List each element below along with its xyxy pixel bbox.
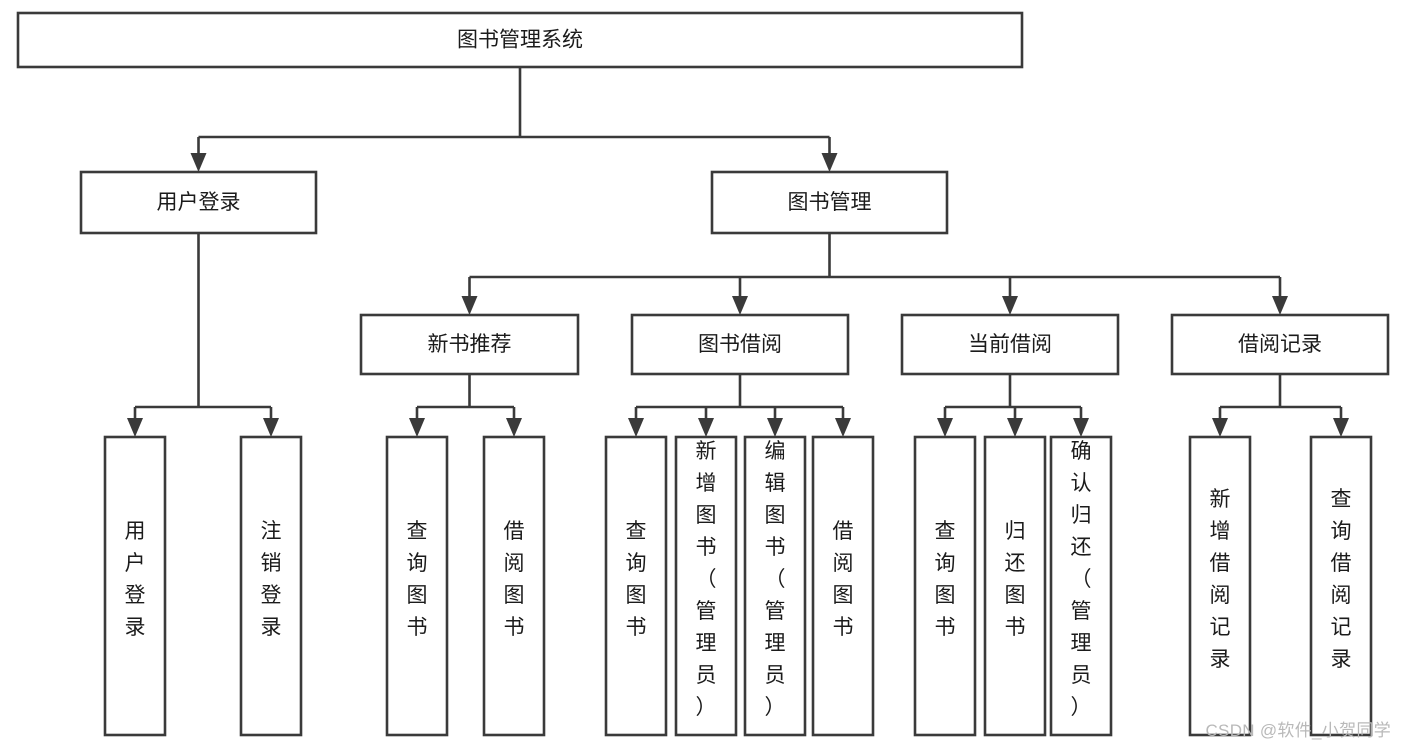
node-leaf-add-book[interactable]: 新增图书（管理员）	[674, 435, 738, 737]
node-leaf-user-login[interactable]: 用户登录	[103, 435, 167, 737]
node-box	[79, 170, 318, 235]
arrow-head-icon	[937, 418, 953, 437]
arrow-head-icon	[263, 418, 279, 437]
arrow-head-icon	[835, 418, 851, 437]
node-box	[103, 435, 167, 737]
node-borrow-record[interactable]: 借阅记录	[1170, 313, 1390, 376]
node-label: 图书借阅	[698, 333, 782, 356]
node-leaf-user-logout[interactable]: 注销登录	[239, 435, 303, 737]
node-label: 新增借阅记录	[1210, 488, 1231, 671]
node-current-borrow[interactable]: 当前借阅	[900, 313, 1120, 376]
arrow-head-icon	[732, 296, 748, 315]
arrow-head-icon	[1212, 418, 1228, 437]
node-box	[1170, 313, 1390, 376]
node-label: 图书管理系统	[457, 29, 583, 52]
node-label: 用户登录	[125, 520, 146, 639]
node-book-borrow[interactable]: 图书借阅	[630, 313, 850, 376]
node-label: 编辑图书（管理员）	[765, 440, 786, 719]
node-leaf-borrow-book-1[interactable]: 借阅图书	[482, 435, 546, 737]
node-box	[811, 435, 875, 737]
node-user-login[interactable]: 用户登录	[79, 170, 318, 235]
node-label: 图书管理	[788, 191, 872, 214]
node-label: 当前借阅	[968, 333, 1052, 356]
node-leaf-query-book-2[interactable]: 查询图书	[604, 435, 668, 737]
arrow-head-icon	[1333, 418, 1349, 437]
node-leaf-return-book[interactable]: 归还图书	[983, 435, 1047, 737]
node-box	[1049, 435, 1113, 737]
arrow-head-icon	[1073, 418, 1089, 437]
node-leaf-confirm-return[interactable]: 确认归还（管理员）	[1049, 435, 1113, 737]
node-box	[913, 435, 977, 737]
node-box	[239, 435, 303, 737]
node-box	[482, 435, 546, 737]
node-label: 借阅图书	[833, 520, 854, 639]
arrow-head-icon	[698, 418, 714, 437]
node-label: 查询图书	[935, 520, 956, 639]
node-label: 用户登录	[157, 191, 241, 214]
node-new-book-rec[interactable]: 新书推荐	[359, 313, 580, 376]
node-label: 新书推荐	[428, 333, 512, 356]
node-box	[983, 435, 1047, 737]
node-leaf-query-book-3[interactable]: 查询图书	[913, 435, 977, 737]
node-leaf-query-record[interactable]: 查询借阅记录	[1309, 435, 1373, 737]
node-leaf-query-book-1[interactable]: 查询图书	[385, 435, 449, 737]
node-box	[385, 435, 449, 737]
node-box	[604, 435, 668, 737]
arrow-head-icon	[767, 418, 783, 437]
node-box	[1309, 435, 1373, 737]
node-label: 查询图书	[407, 520, 428, 639]
node-label: 借阅记录	[1238, 333, 1322, 356]
node-box	[1188, 435, 1252, 737]
node-label: 归还图书	[1005, 520, 1026, 639]
node-box	[710, 170, 949, 235]
node-label: 新增图书（管理员）	[696, 440, 717, 719]
arrow-head-icon	[127, 418, 143, 437]
node-label: 查询借阅记录	[1331, 488, 1352, 671]
arrow-head-icon	[461, 296, 478, 315]
arrow-head-icon	[1002, 296, 1018, 315]
node-box	[674, 435, 738, 737]
node-box	[630, 313, 850, 376]
node-label: 查询图书	[626, 520, 647, 639]
node-leaf-edit-book[interactable]: 编辑图书（管理员）	[743, 435, 807, 737]
node-box	[16, 11, 1024, 69]
arrow-head-icon	[628, 418, 644, 437]
node-label: 注销登录	[261, 520, 282, 639]
node-book-manage[interactable]: 图书管理	[710, 170, 949, 235]
node-label: 确认归还（管理员）	[1071, 440, 1092, 719]
arrow-head-icon	[506, 418, 522, 437]
node-leaf-add-record[interactable]: 新增借阅记录	[1188, 435, 1252, 737]
arrow-head-icon	[1272, 296, 1288, 315]
arrow-head-icon	[190, 153, 207, 172]
node-box	[359, 313, 580, 376]
node-root-system[interactable]: 图书管理系统	[16, 11, 1024, 69]
node-leaf-borrow-book-2[interactable]: 借阅图书	[811, 435, 875, 737]
arrow-head-icon	[821, 153, 838, 172]
node-box	[900, 313, 1120, 376]
arrow-head-icon	[409, 418, 425, 437]
arrow-head-icon	[1007, 418, 1023, 437]
node-box	[743, 435, 807, 737]
node-label: 借阅图书	[504, 520, 525, 639]
